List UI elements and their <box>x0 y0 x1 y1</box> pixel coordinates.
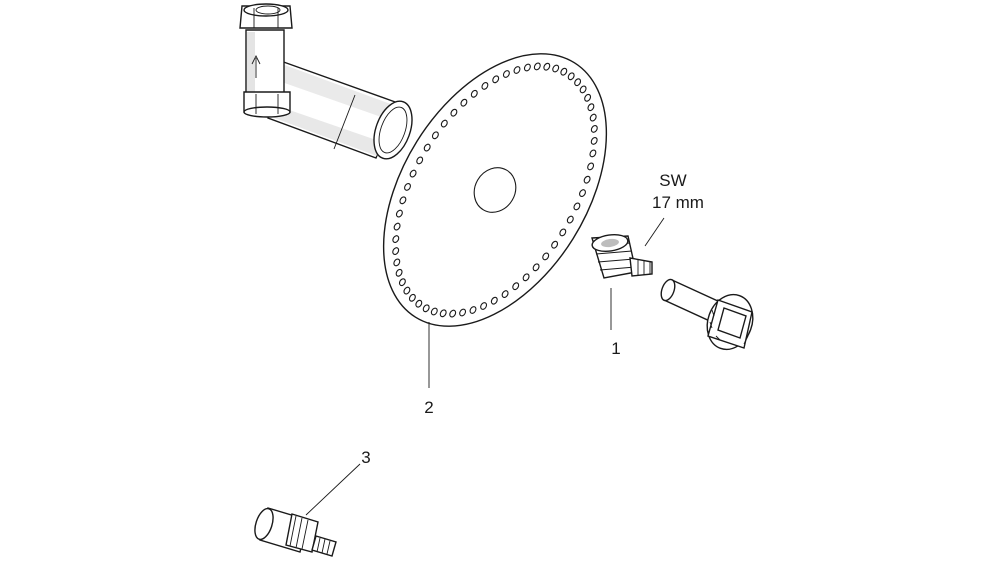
plate-hole <box>470 89 478 98</box>
plate-hole <box>459 308 467 317</box>
rosette-plate <box>382 53 608 327</box>
leader-lines <box>305 217 665 516</box>
plate-hole <box>583 175 591 184</box>
plate-hole <box>559 228 567 237</box>
plate-hole <box>543 62 551 71</box>
extension-piece <box>254 507 337 557</box>
plate-hole <box>587 103 595 112</box>
plate-hole <box>392 235 400 243</box>
plate-hole <box>502 70 510 78</box>
plate-hole <box>395 268 403 277</box>
plate-hole <box>469 306 477 314</box>
plate-hole <box>589 113 597 122</box>
plate-hole <box>480 302 488 310</box>
plate-hole <box>590 125 598 133</box>
plate-hole <box>416 156 424 165</box>
plate-hole <box>533 62 541 71</box>
plate-hole <box>567 72 575 81</box>
plate-hole <box>560 67 568 76</box>
plate-hole <box>404 183 411 191</box>
plate-hole <box>440 119 448 128</box>
plate-hole <box>450 108 458 117</box>
plate-hole <box>422 304 430 313</box>
plate-hole <box>579 85 587 94</box>
plate-hole <box>423 143 431 152</box>
plate-hole <box>573 202 581 211</box>
plate-hole <box>584 93 592 102</box>
plate-hole <box>512 282 520 291</box>
plate-hole <box>501 290 509 298</box>
plate-hole <box>481 82 489 90</box>
plate-hole <box>589 149 597 158</box>
plate-perforations <box>392 62 598 318</box>
plate-hole <box>398 278 406 287</box>
plate-hole <box>460 98 468 107</box>
callout-3: 3 <box>361 448 370 467</box>
extension-handle <box>660 278 754 351</box>
plate-hole <box>430 307 438 316</box>
plate-hole <box>408 293 416 302</box>
plate-hole <box>532 263 540 272</box>
plate-hole <box>542 252 550 261</box>
plate-hole <box>393 222 401 231</box>
plate-hole <box>551 240 559 249</box>
plate-hole <box>566 215 574 224</box>
plate-hole <box>431 131 439 140</box>
plate-hole <box>574 78 582 87</box>
valve-body-with-sleeve <box>239 3 413 160</box>
plate-hole <box>523 63 531 72</box>
plate-hole <box>579 189 586 197</box>
plate-hole <box>403 286 411 295</box>
plate-hole <box>409 169 417 178</box>
plate-hole <box>513 66 521 74</box>
plate-hole <box>393 258 401 267</box>
plate-hole <box>522 273 530 282</box>
plate-hole <box>415 299 423 308</box>
plate-hole <box>392 247 400 255</box>
callout-1: 1 <box>611 339 620 358</box>
plate-hole <box>590 137 598 145</box>
plate-hole <box>490 296 498 305</box>
plate-hole <box>492 75 500 84</box>
callout-2: 2 <box>424 398 433 417</box>
plate-hole <box>587 162 595 171</box>
plate-hole <box>552 64 560 73</box>
plate-hole <box>439 309 447 318</box>
wrench-size-label: SW <box>659 171 686 190</box>
plate-hole <box>395 209 403 218</box>
wrench-size-value: 17 mm <box>652 193 704 212</box>
valve-cartridge <box>591 233 653 279</box>
plate-hole <box>399 196 407 205</box>
plate-hole <box>449 309 457 318</box>
